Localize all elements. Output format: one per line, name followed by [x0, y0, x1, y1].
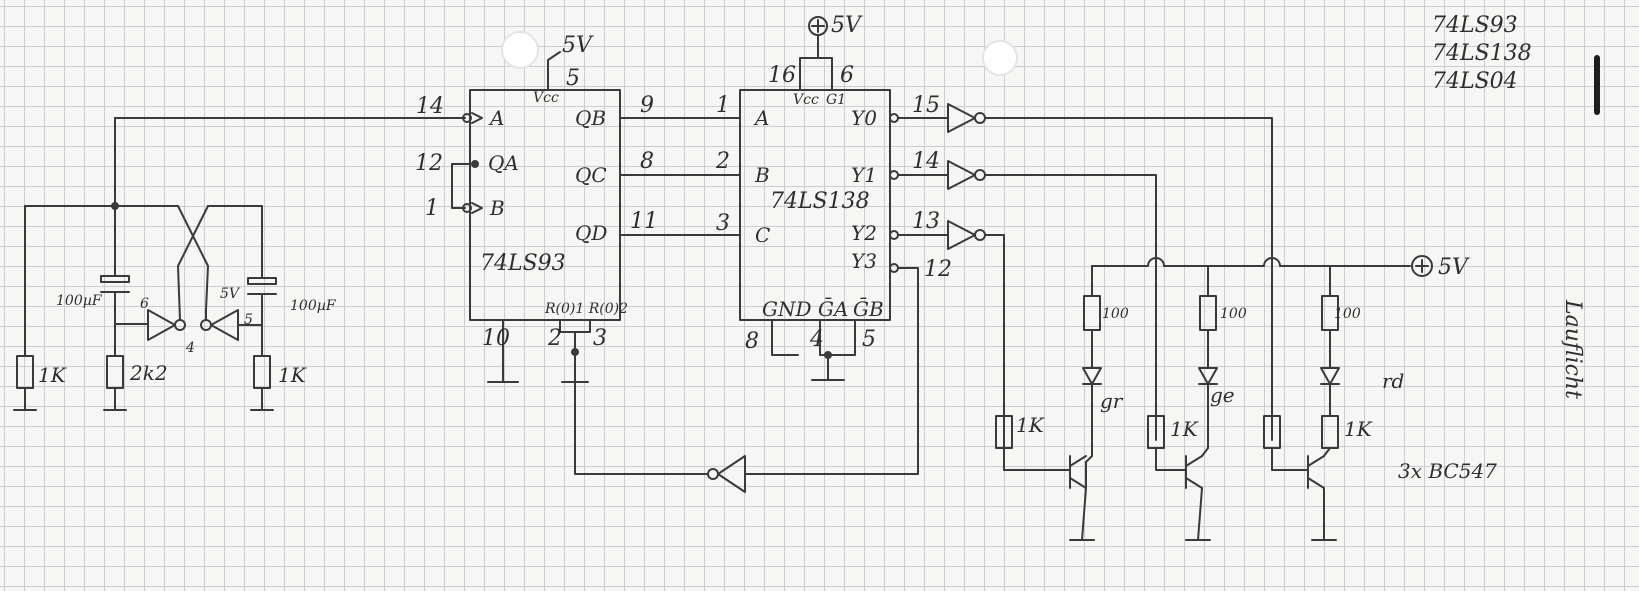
decoder-ic-body: [739, 89, 891, 321]
decoder-vcc-label: Vcc: [793, 92, 819, 108]
decoder-g2b-label: ḠB: [853, 296, 884, 321]
counter-pin-qb-label: QB: [575, 106, 606, 130]
led-2-color-label: ge: [1210, 383, 1235, 407]
osc-capacitor-left: [100, 275, 130, 283]
decoder-74ls138: 5V Vcc G1 A B C 74LS138 Y0 Y1 Y2 Y3 GND …: [715, 13, 952, 381]
feedback-inverter: [717, 455, 746, 493]
counter-ic-name: 74LS93: [480, 251, 566, 276]
decoder-pin-number-g2a: 4: [809, 327, 824, 352]
led-1-icon: [1082, 367, 1102, 385]
counter-pin-number-vcc: 5: [566, 66, 580, 91]
led-series-resistor-3: [1321, 415, 1339, 449]
led-1-color-label: gr: [1100, 389, 1124, 413]
osc-resistor-right: [253, 355, 271, 389]
counter-supply-label: 5V: [562, 33, 594, 58]
decoder-g2a-label: ḠA: [818, 296, 848, 321]
counter-pin-number-r1: 2: [547, 326, 562, 351]
decoder-pin-number-y3: 12: [924, 257, 952, 282]
osc-gate-left: [147, 309, 176, 341]
counter-pin-number-a: 14: [416, 94, 444, 119]
led-3-icon: [1320, 367, 1340, 385]
counter-reset-label: R(0)1 R(0)2: [544, 301, 628, 317]
output-inverters: [897, 103, 1273, 471]
osc-supply-label: 5V: [220, 286, 241, 302]
transistor-note: 3x BC547: [1398, 459, 1497, 483]
notes: 74LS93 74LS138 74LS04 Lauflicht 3x BC547: [1398, 13, 1600, 483]
counter-pin-number-qa: 12: [415, 151, 443, 176]
decoder-pin-y1-label: Y1: [851, 163, 877, 187]
oscillator-section: 100µF 100µF 1K 2k2 1K 6 4 5V 5: [13, 117, 337, 411]
decoder-pin-a-label: A: [753, 106, 769, 130]
decoder-pin-y2-label: Y2: [851, 221, 877, 245]
led-resistor-1-label: 100: [1102, 306, 1129, 322]
osc-gate-left-out-label: 4: [185, 340, 195, 356]
counter-pin-number-r2: 3: [593, 326, 607, 351]
led-3-color-label: rd: [1382, 369, 1404, 393]
decoder-pin-y0-label: Y0: [851, 106, 877, 130]
decoder-pin-number-y1: 14: [912, 149, 940, 174]
osc-gate-left-in-label: 6: [140, 296, 149, 312]
decoder-pin-number-y0: 15: [912, 93, 940, 118]
decoder-pin-b-label: B: [754, 163, 770, 187]
osc-res-right-label: 1K: [278, 363, 307, 387]
counter-pin-number-qd: 11: [630, 209, 658, 234]
osc-cap-left-label: 100µF: [56, 293, 103, 309]
counter-pin-a-label: A: [488, 106, 504, 130]
led-resistor-2-label: 100: [1220, 306, 1247, 322]
counter-pin-qd-label: QD: [575, 221, 607, 245]
osc-resistor-mid: [106, 355, 124, 389]
decoder-pin-number-b: 2: [715, 149, 730, 174]
parts-list-item: 74LS93: [1432, 13, 1518, 38]
counter-pin-number-gnd: 10: [482, 326, 510, 351]
osc-res-mid-label: 2k2: [129, 361, 168, 385]
decoder-g1-label: G1: [826, 92, 846, 108]
osc-res-left-label: 1K: [38, 363, 67, 387]
decoder-pin-number-c: 3: [716, 211, 730, 236]
parts-list-item: 74LS138: [1432, 41, 1532, 66]
decoder-pin-number-g2b: 5: [862, 327, 876, 352]
decoder-pin-number-vcc: 16: [768, 63, 796, 88]
counter-pin-number-qb: 9: [640, 93, 654, 118]
decoder-supply-label: 5V: [831, 13, 863, 38]
decoder-gnd-label: GND: [762, 297, 812, 321]
counter-pin-qa-label: QA: [488, 151, 519, 175]
led-supply-symbol: [1411, 255, 1433, 277]
osc-cap-right-label: 100µF: [290, 298, 337, 314]
led-resistor-3-label: 100: [1334, 306, 1361, 322]
reset-feedback: [574, 267, 919, 493]
osc-capacitor-right: [247, 277, 277, 285]
led-supply-label: 5V: [1438, 255, 1470, 280]
parts-list-item: 74LS04: [1432, 69, 1518, 94]
osc-resistor-left: [16, 355, 34, 389]
base-resistor-3-label: 1K: [1344, 417, 1373, 441]
counter-vcc-label: Vcc: [533, 90, 559, 106]
base-resistor-2-label: 1K: [1170, 417, 1199, 441]
led-resistor-2: [1199, 295, 1217, 331]
side-title: Lauflicht: [1560, 299, 1585, 399]
decoder-pin-number-y2: 13: [912, 209, 940, 234]
decoder-pin-c-label: C: [755, 223, 770, 247]
osc-gate-right-label: 5: [244, 312, 253, 328]
osc-gate-right: [210, 309, 239, 341]
counter-pin-number-b: 1: [425, 196, 439, 221]
decoder-pin-number-g1: 6: [840, 63, 854, 88]
led-resistor-1: [1083, 295, 1101, 331]
counter-pin-b-label: B: [489, 196, 505, 220]
decoder-ic-name: 74LS138: [770, 189, 870, 214]
counter-pin-number-qc: 8: [640, 149, 654, 174]
counter-pin-qc-label: QC: [575, 163, 607, 187]
decoder-pin-number-gnd: 8: [745, 329, 759, 354]
led-driver-section: 5V: [995, 255, 1470, 541]
decoder-pin-number-a: 1: [716, 93, 730, 118]
decoder-pin-y3-label: Y3: [851, 249, 877, 273]
punch-hole: [982, 40, 1018, 76]
led-2-icon: [1198, 367, 1218, 385]
base-resistor-1-label: 1K: [1016, 413, 1045, 437]
punch-hole: [501, 31, 539, 69]
counter-74ls93: 74LS93 Vcc A QA B QB QC QD R(0)1 R(0)2 1…: [114, 33, 741, 383]
